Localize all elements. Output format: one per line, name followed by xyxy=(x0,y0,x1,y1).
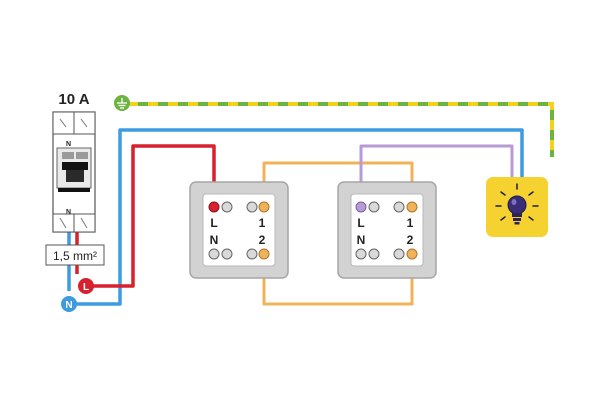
lamp xyxy=(486,177,548,237)
earth-ground-icon xyxy=(114,95,130,111)
switch-1-terminal-1: 1 xyxy=(259,216,266,230)
switch-1-terminal-L: L xyxy=(210,216,217,230)
breaker-rating: 10 A xyxy=(58,91,89,108)
circuit-breaker: 10 A N N xyxy=(52,91,96,233)
live-badge: L xyxy=(78,278,94,294)
switch-2-terminal-L: L xyxy=(357,216,364,230)
earth-wire xyxy=(128,102,554,157)
two-way-switch-1: L 1 N 2 xyxy=(189,181,289,279)
switch-2-terminal-2: 2 xyxy=(407,233,414,247)
wire-section-text: 1,5 mm² xyxy=(53,249,97,263)
breaker-n-mark-bottom: N xyxy=(66,209,71,216)
neutral-badge: N xyxy=(61,296,77,312)
wire-section-label: 1,5 mm² xyxy=(45,244,105,266)
switch-2-terminal-N: N xyxy=(357,233,366,247)
light-bulb-icon xyxy=(495,183,539,225)
neutral-badge-label: N xyxy=(65,300,72,311)
switched-live-wire xyxy=(359,144,514,205)
breaker-n-mark-top: N xyxy=(66,141,71,148)
two-way-switch-2: L 1 N 2 xyxy=(337,181,437,279)
switch-2-terminal-1: 1 xyxy=(407,216,414,230)
live-badge-label: L xyxy=(83,282,89,293)
neutral-wire xyxy=(67,128,524,306)
switch-1-terminal-2: 2 xyxy=(259,233,266,247)
switch-1-terminal-N: N xyxy=(210,233,219,247)
